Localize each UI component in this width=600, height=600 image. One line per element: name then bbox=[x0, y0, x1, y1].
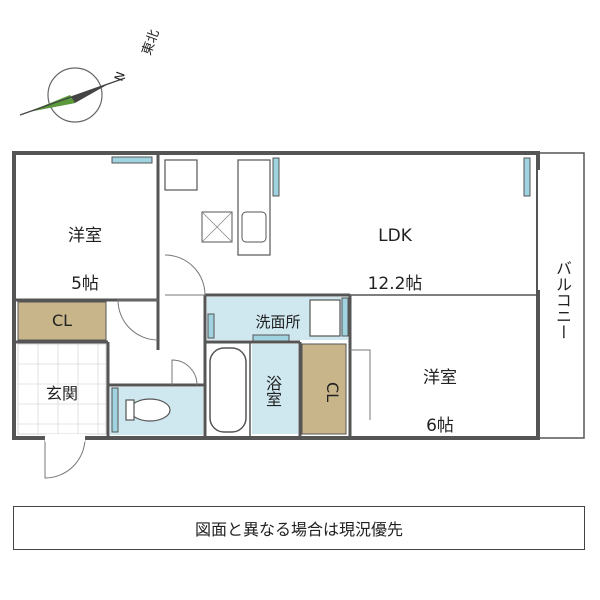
entrance-tile bbox=[17, 343, 107, 435]
doors bbox=[44, 254, 371, 479]
entrance-grid bbox=[18, 344, 106, 434]
washroom-label: 洗面所 bbox=[255, 313, 301, 331]
entrance-label: 玄関 bbox=[45, 384, 78, 403]
disclaimer-text: 図面と異なる場合は現況優先 bbox=[194, 520, 403, 539]
closet1-label: CL bbox=[51, 311, 73, 330]
compass-kanji: 東北 bbox=[139, 27, 163, 57]
western1-label: 洋室 5帖 bbox=[45, 200, 125, 320]
bathtub bbox=[209, 347, 247, 433]
compass-n-letter: N bbox=[112, 70, 128, 83]
toilet-bowl bbox=[129, 398, 171, 422]
disclaimer-box: 図面と異なる場合は現況優先 bbox=[13, 506, 585, 550]
compass-circle bbox=[47, 67, 103, 123]
closet2-label: CL bbox=[323, 381, 342, 403]
kitchen-sink bbox=[241, 211, 267, 243]
wash-basin bbox=[309, 299, 341, 337]
toilet-tank bbox=[125, 399, 135, 421]
closet1-fill bbox=[17, 301, 107, 341]
western1-name: 洋室 bbox=[68, 226, 102, 246]
western2-name: 洋室 bbox=[423, 368, 457, 388]
windows bbox=[111, 156, 531, 433]
western2-label: 洋室 6帖 bbox=[400, 342, 480, 462]
ldk-label: LDK 12.2帖 bbox=[345, 200, 445, 320]
interior-walls bbox=[14, 153, 538, 438]
ldk-name: LDK bbox=[378, 226, 412, 246]
closet2-fill bbox=[301, 343, 347, 435]
western1-size: 5帖 bbox=[71, 274, 99, 294]
balcony-label: バルコニー bbox=[553, 260, 572, 340]
compass-axis bbox=[19, 77, 126, 116]
bath-label: 浴室 bbox=[263, 375, 282, 407]
bath-tile bbox=[252, 344, 298, 434]
compass: N 東北 bbox=[19, 27, 163, 123]
western2-size: 6帖 bbox=[426, 416, 454, 436]
ldk-size: 12.2帖 bbox=[367, 274, 423, 294]
fridge bbox=[164, 159, 198, 191]
